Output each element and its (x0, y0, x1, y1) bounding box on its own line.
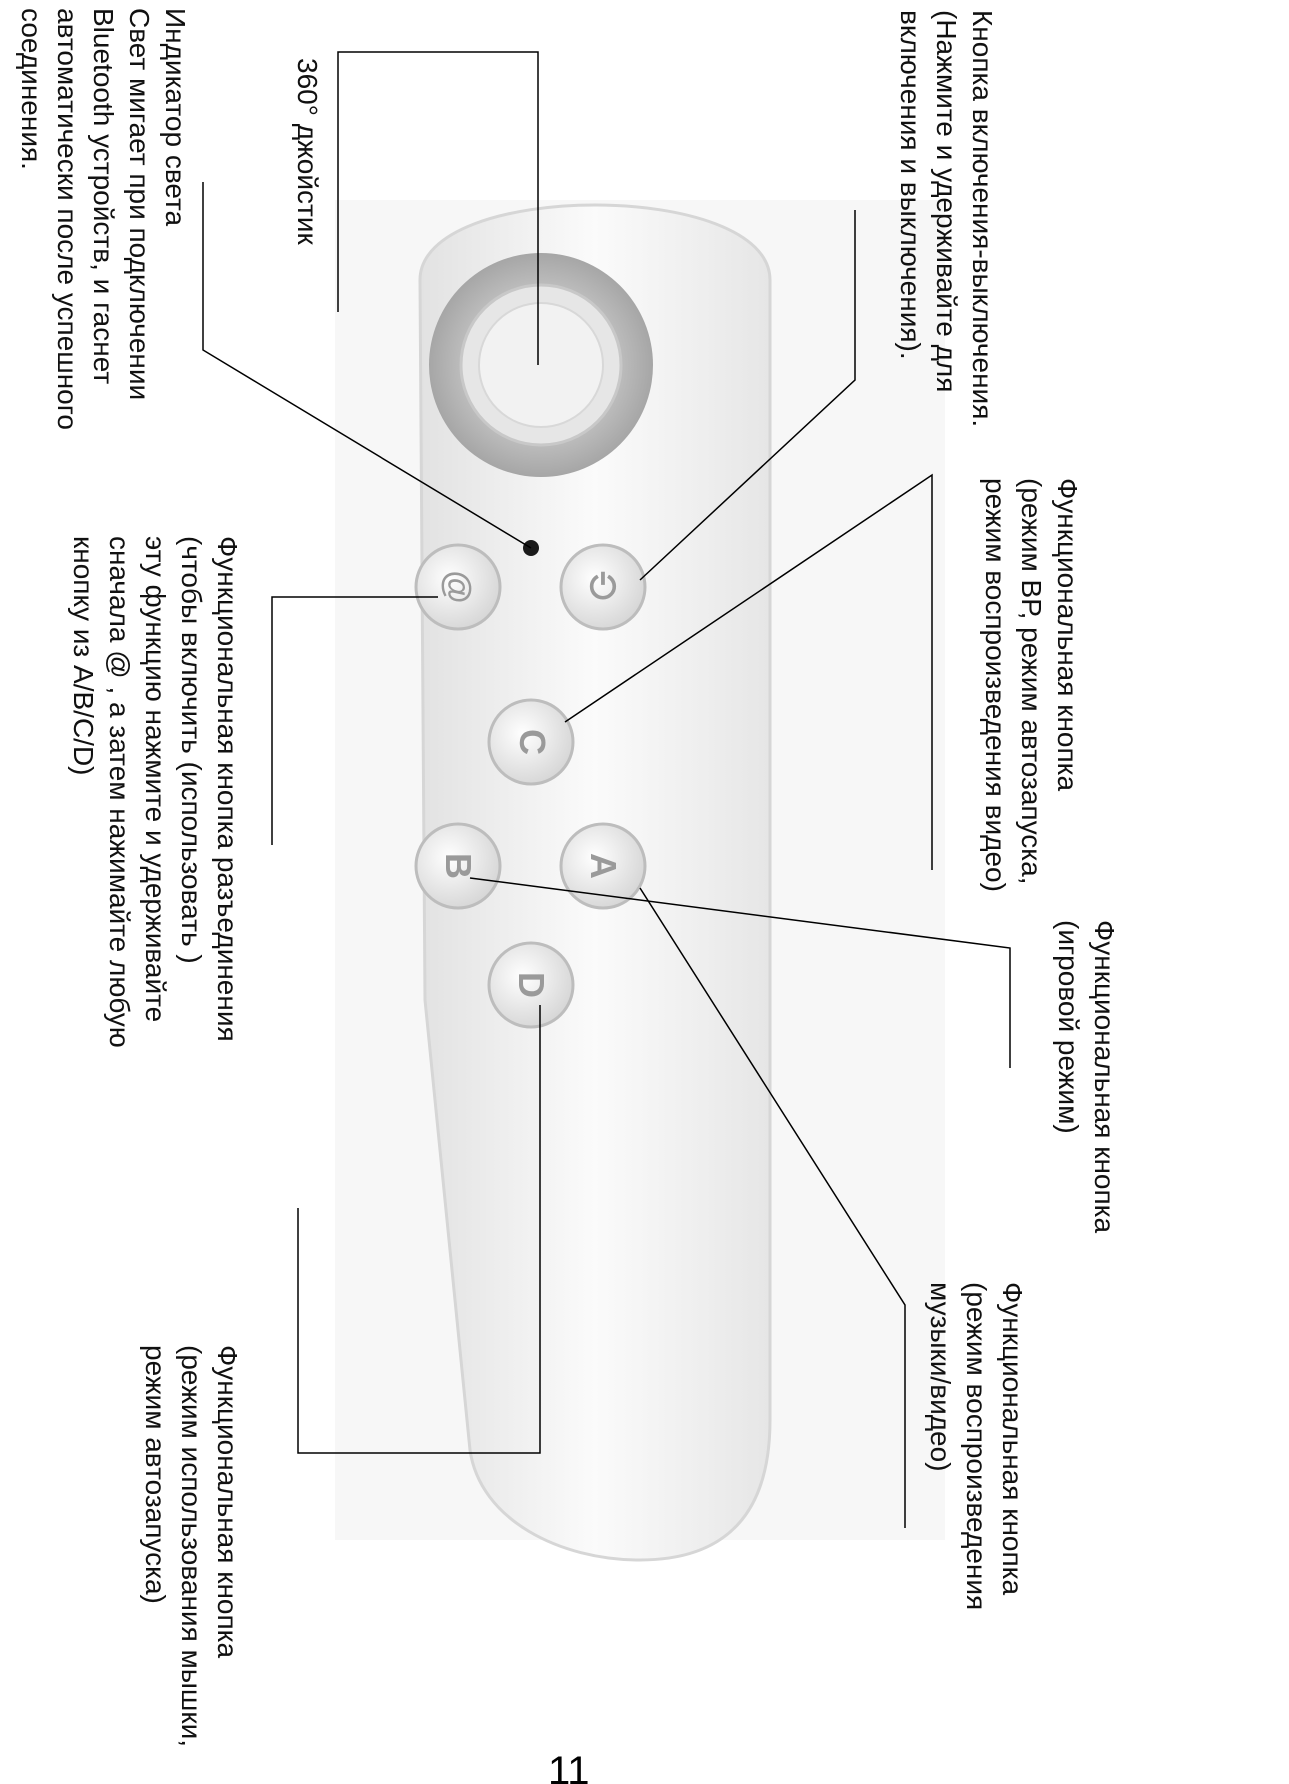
b-button[interactable]: B (414, 822, 502, 910)
leader-func-d (297, 1005, 541, 1454)
func-d-label: Функциональная кнопка (режим использован… (140, 1345, 243, 1748)
a-button-label: A (583, 853, 624, 879)
power-icon: ⏻ (590, 568, 617, 606)
d-button-label: D (511, 972, 552, 998)
joystick-label: 360° джойстик (292, 58, 323, 245)
indicator-label: Индикатор света Свет мигает при подключе… (16, 8, 191, 430)
leader-power (639, 210, 856, 581)
leader-joystick (337, 51, 539, 365)
a-button[interactable]: A (559, 822, 647, 910)
c-button[interactable]: C (487, 698, 575, 786)
at-button[interactable]: @ (414, 543, 502, 631)
func-b-label: Функциональная кнопка (игровой режим) (1053, 920, 1120, 1234)
power-button[interactable]: ⏻ (559, 543, 647, 631)
func-a-label: Функциональная кнопка (режим воспроизвед… (925, 1282, 1028, 1611)
d-button[interactable]: D (487, 941, 575, 1029)
joystick[interactable] (478, 302, 604, 428)
c-button-label: C (512, 729, 553, 755)
leader-disconnect (271, 596, 438, 845)
page-number: 11 (548, 1749, 590, 1784)
func-c-label: Функциональная кнопка (режим ВР, режим а… (980, 478, 1083, 892)
leader-func-c (564, 473, 933, 870)
leader-indicator (202, 182, 532, 549)
at-button-label: @ (439, 570, 477, 603)
leader-func-b (469, 877, 1011, 1068)
disconnect-label: Функциональная кнопка разъединения (чтоб… (68, 536, 243, 1048)
b-button-label: B (438, 853, 479, 879)
power-label: Кнопка включения-выключения. (Нажмите и … (895, 10, 998, 428)
leader-func-a (639, 887, 906, 1528)
